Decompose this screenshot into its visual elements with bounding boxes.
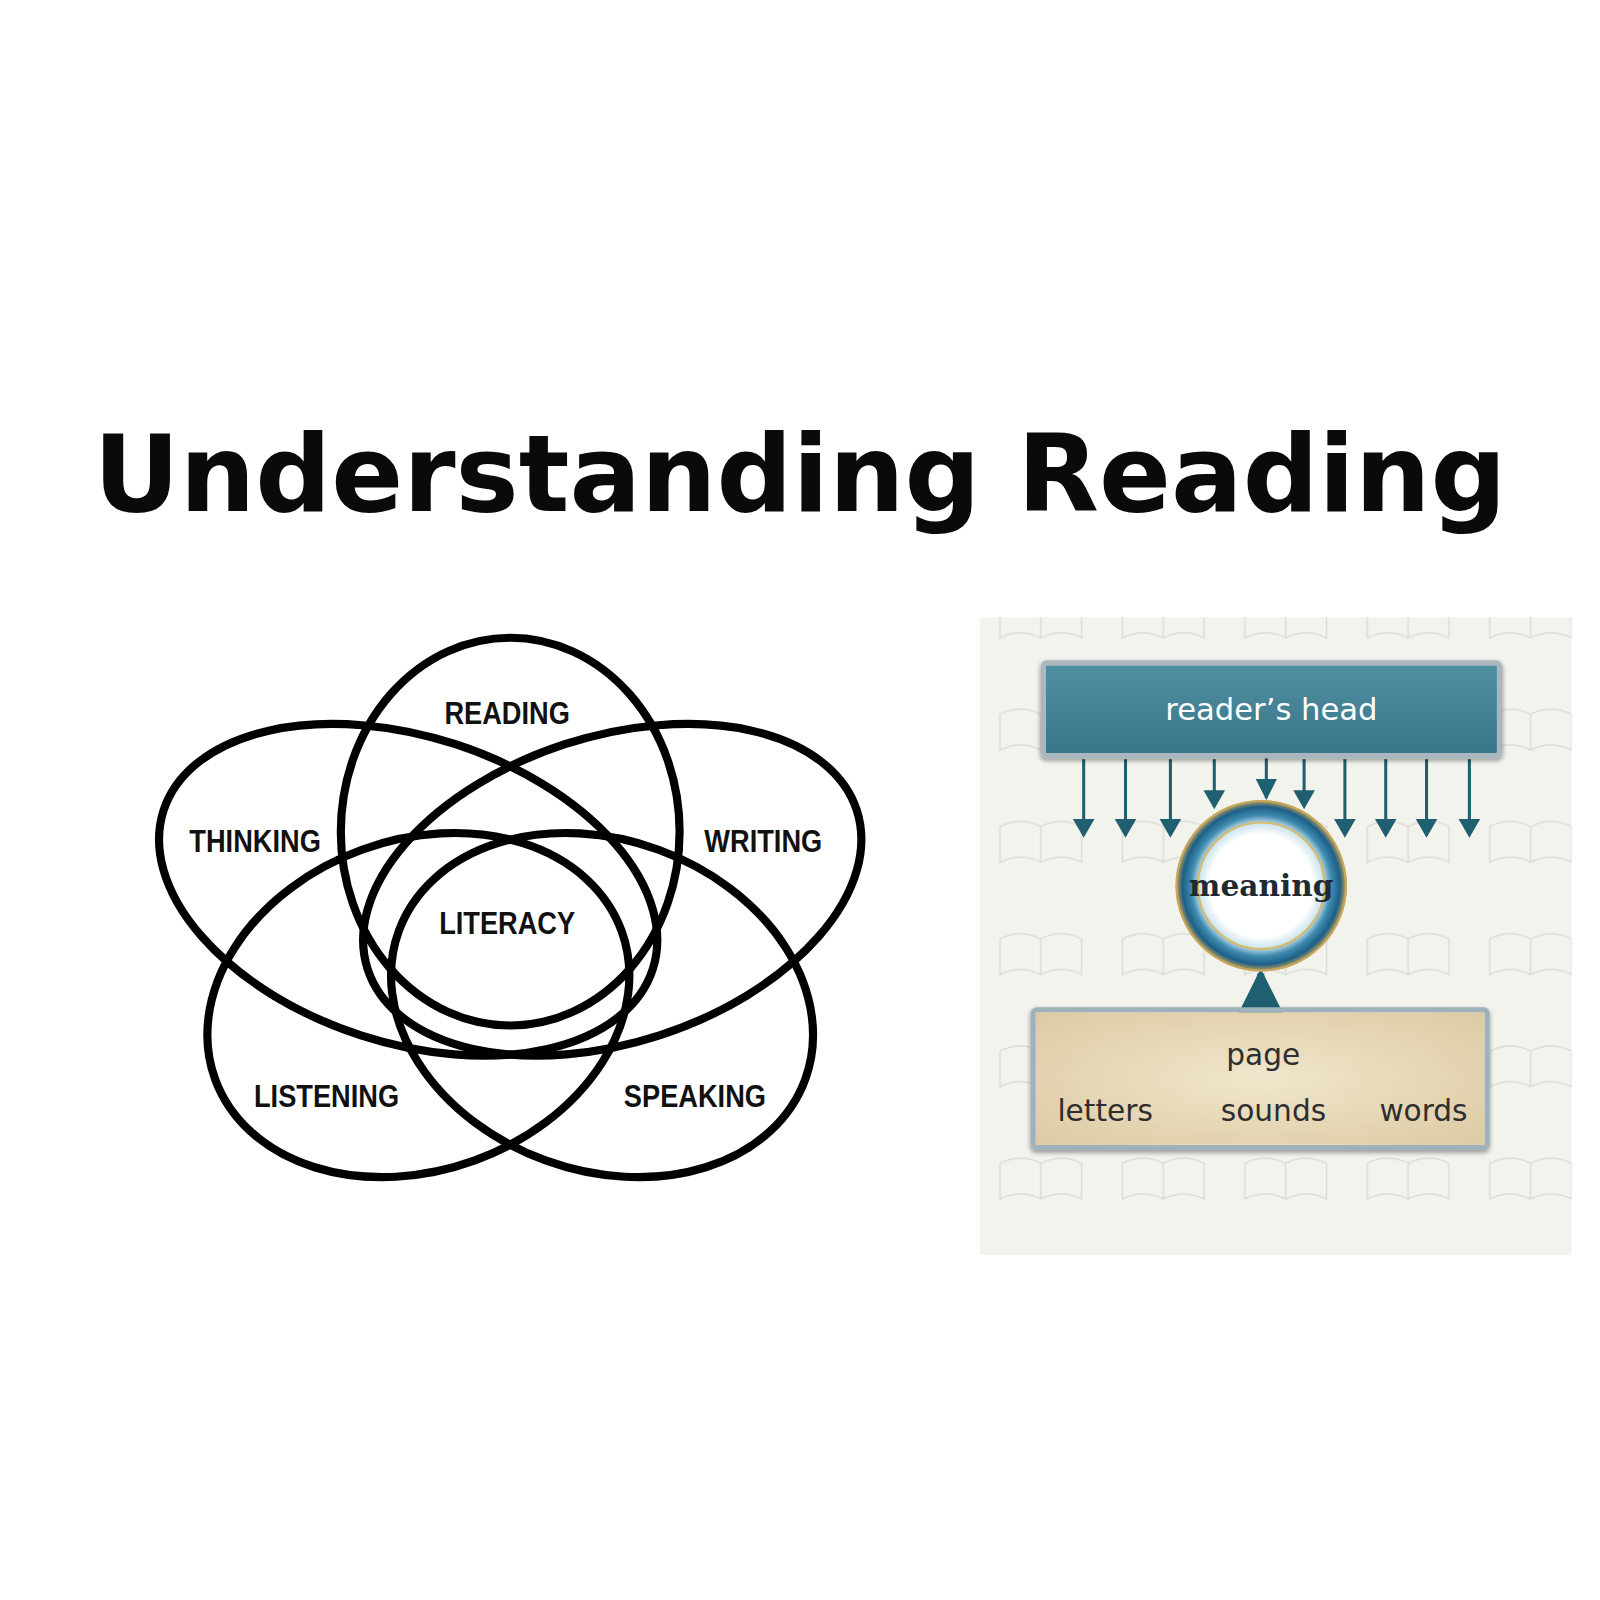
down-arrow-head (1378, 820, 1394, 834)
page-box: page letters sounds words (1031, 1007, 1490, 1150)
venn-label: SPEAKING (624, 1079, 766, 1116)
down-arrow-shaft (1213, 759, 1216, 794)
down-arrow-shaft (1303, 759, 1306, 794)
down-arrow-head (1162, 820, 1178, 834)
page-word: letters (1057, 1094, 1152, 1129)
page-word: words (1379, 1094, 1467, 1129)
book-texture (980, 617, 1572, 1255)
center-label: LITERACY (439, 905, 575, 942)
page-word: sounds (1221, 1094, 1326, 1129)
venn-label: THINKING (189, 823, 320, 860)
down-arrow-head (1117, 820, 1133, 834)
down-arrow-shaft (1468, 759, 1471, 822)
reader-head-box: reader’s head (1041, 660, 1502, 758)
venn-label: WRITING (704, 823, 822, 860)
down-arrow-head (1206, 792, 1222, 806)
title: Understanding Reading (93, 412, 1506, 536)
down-arrow-shaft (1343, 759, 1346, 822)
down-arrow-head (1337, 820, 1353, 834)
venn-ellipse: SPEAKING (380, 783, 825, 1228)
panel-ground (980, 617, 1572, 1255)
down-arrow-shaft (1425, 759, 1428, 822)
flow-arrow (1265, 758, 1268, 798)
down-arrow-head (1461, 820, 1477, 834)
page-heading: page (1226, 1038, 1300, 1073)
meaning-text: meaning (1189, 868, 1333, 903)
down-arrow-shaft (1384, 759, 1387, 822)
ellipse-outline (196, 783, 641, 1228)
venn-label: LISTENING (254, 1079, 399, 1116)
down-arrow-head (1076, 820, 1092, 834)
meaning-circle: meaning (1173, 798, 1349, 974)
down-arrow-shaft (1082, 759, 1085, 822)
down-arrow-shaft (1124, 759, 1127, 822)
venn-label: READING (444, 696, 569, 733)
venn-ellipse: LISTENING (196, 783, 641, 1228)
down-arrow-head (1296, 792, 1312, 806)
flow-arrow (1257, 973, 1264, 1007)
down-arrow-shaft (1169, 759, 1172, 822)
ellipse-outline (380, 783, 825, 1228)
down-arrow-head (1418, 820, 1434, 834)
box-text: reader’s head (1165, 691, 1377, 727)
